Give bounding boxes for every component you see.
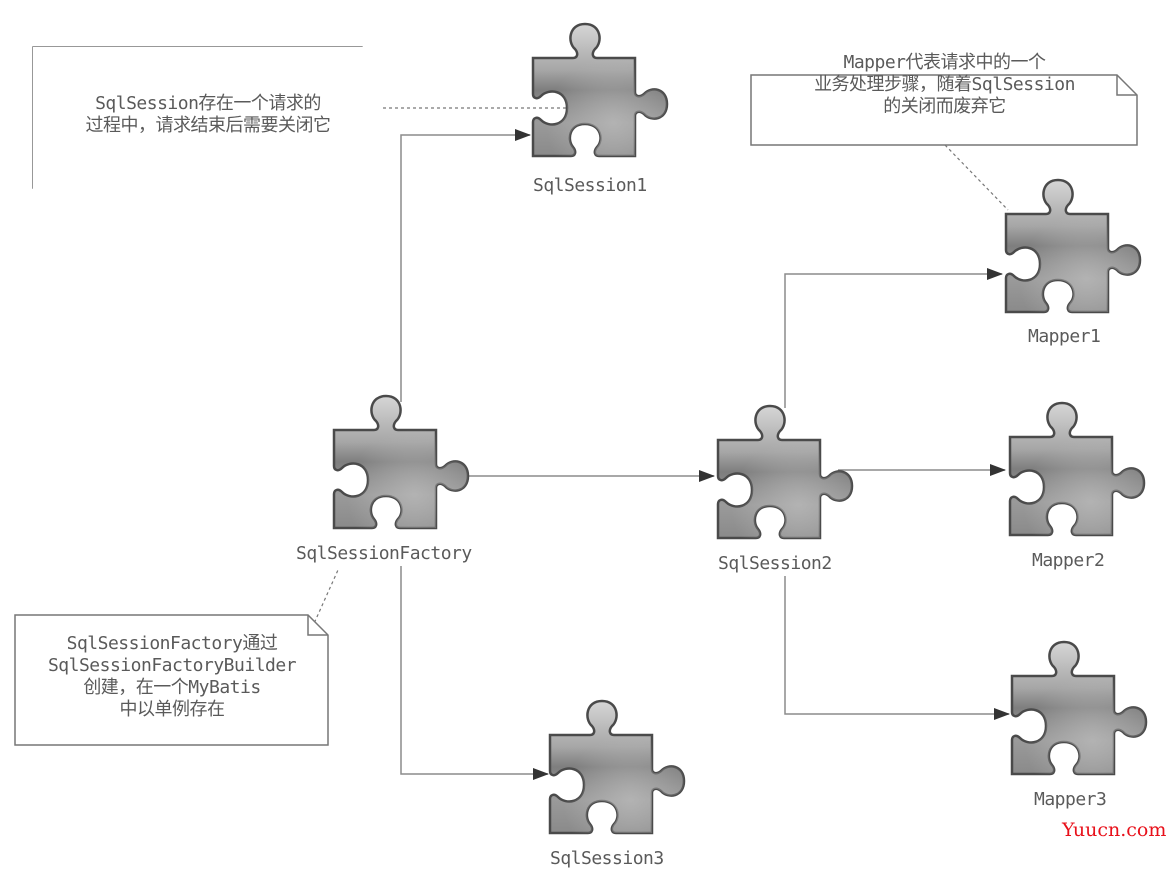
- node-label-sqlsession2: SqlSession2: [718, 553, 832, 574]
- node-label-sqlsession1: SqlSession1: [533, 175, 647, 196]
- note-mapper: Mapper代表请求中的一个 业务处理步骤，随着SqlSession 的关闭而废…: [751, 52, 1138, 146]
- node-label-sqlsession3: SqlSession3: [550, 848, 664, 869]
- note-connectors: [311, 107, 1009, 629]
- note-line: SqlSessionFactory通过: [66, 633, 278, 654]
- puzzle-piece-icon: [1008, 401, 1146, 537]
- puzzle-piece-icon: [716, 404, 854, 540]
- connectors: [400, 129, 1010, 780]
- puzzle-piece-icon: [548, 699, 686, 835]
- note-line: SqlSessionFactoryBuilder: [47, 655, 297, 676]
- edge-sqlsession2-to-mapper1: [784, 268, 1003, 408]
- puzzle-piece-icon: [1010, 640, 1148, 776]
- note-fold-mapper: [1116, 75, 1137, 96]
- note-line: SqlSession存在一个请求的: [95, 93, 321, 114]
- node-label-sqlsessionfactory: SqlSessionFactory: [296, 543, 472, 564]
- edge-factory-to-sqlsession1: [400, 129, 531, 402]
- note-line: 过程中，请求结束后需要关闭它: [85, 115, 332, 136]
- note-line: Mapper代表请求中的一个: [843, 52, 1046, 73]
- note-link-factory: [311, 569, 339, 629]
- note-factory: SqlSessionFactory通过 SqlSessionFactoryBui…: [15, 615, 329, 746]
- note-line: 创建，在一个MyBatis: [83, 677, 261, 698]
- edge-factory-to-sqlsession3: [400, 566, 549, 780]
- note-box-mapper: [750, 74, 1138, 146]
- puzzle-piece-icon: [531, 22, 669, 158]
- note-sqlsession: SqlSession存在一个请求的 过程中，请求结束后需要关闭它: [33, 47, 383, 189]
- node-label-mapper2: Mapper2: [1032, 550, 1105, 571]
- node-label-mapper1: Mapper1: [1028, 326, 1101, 347]
- watermark: Yuucn.com: [1062, 819, 1167, 841]
- puzzle-piece-icon: [332, 394, 470, 530]
- note-box-factory: [14, 614, 329, 746]
- note-line: 业务处理步骤，随着SqlSession: [814, 74, 1075, 95]
- edge-sqlsession2-to-mapper3: [784, 576, 1010, 720]
- node-label-mapper3: Mapper3: [1034, 789, 1107, 810]
- note-link-mapper1: [944, 144, 1009, 211]
- note-line: 中以单例存在: [119, 699, 226, 720]
- note-line: 的关闭而废弃它: [883, 96, 1006, 117]
- puzzle-piece-icon: [1004, 178, 1142, 314]
- note-fold-factory: [307, 615, 328, 636]
